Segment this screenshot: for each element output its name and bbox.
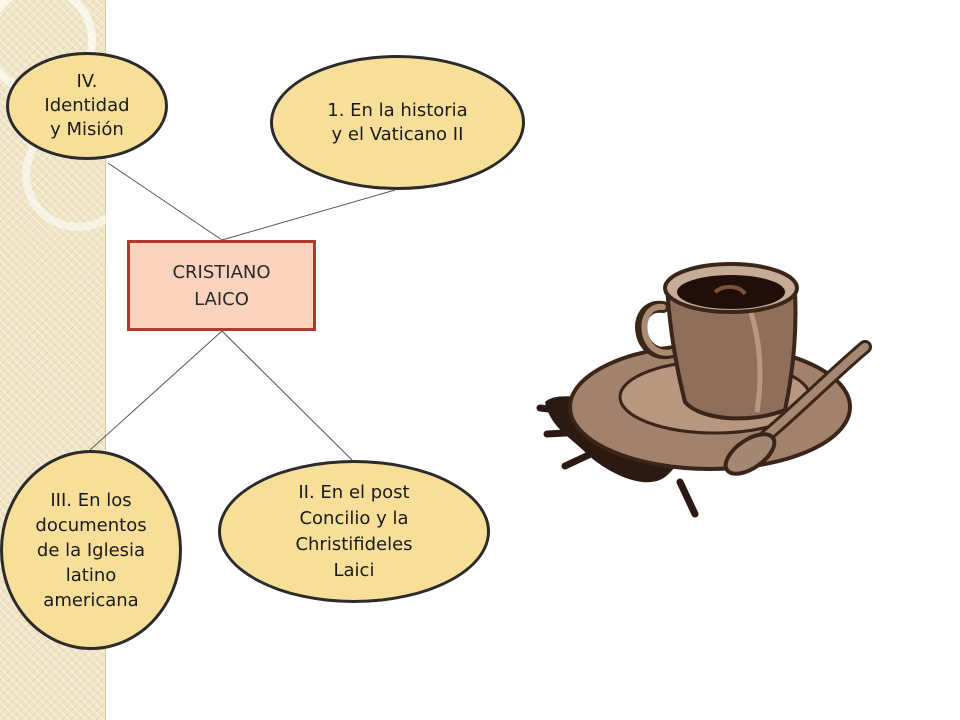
center-node-cristiano-laico: CRISTIANO LAICO: [127, 240, 316, 331]
node-historia-vaticano: 1. En la historia y el Vaticano II: [270, 55, 525, 190]
connector-documentos: [89, 330, 223, 451]
node-documentos-iglesia: III. En los documentos de la Iglesia lat…: [0, 450, 182, 650]
connector-historia: [221, 189, 396, 241]
coffee-cup-illustration: [536, 262, 872, 518]
node-post-concilio: II. En el post Concilio y la Christifide…: [218, 460, 490, 603]
node-identidad-y-mision: IV. Identidad y Misión: [6, 52, 168, 160]
connector-postconcilio: [221, 330, 353, 461]
connector-identidad: [107, 162, 223, 241]
